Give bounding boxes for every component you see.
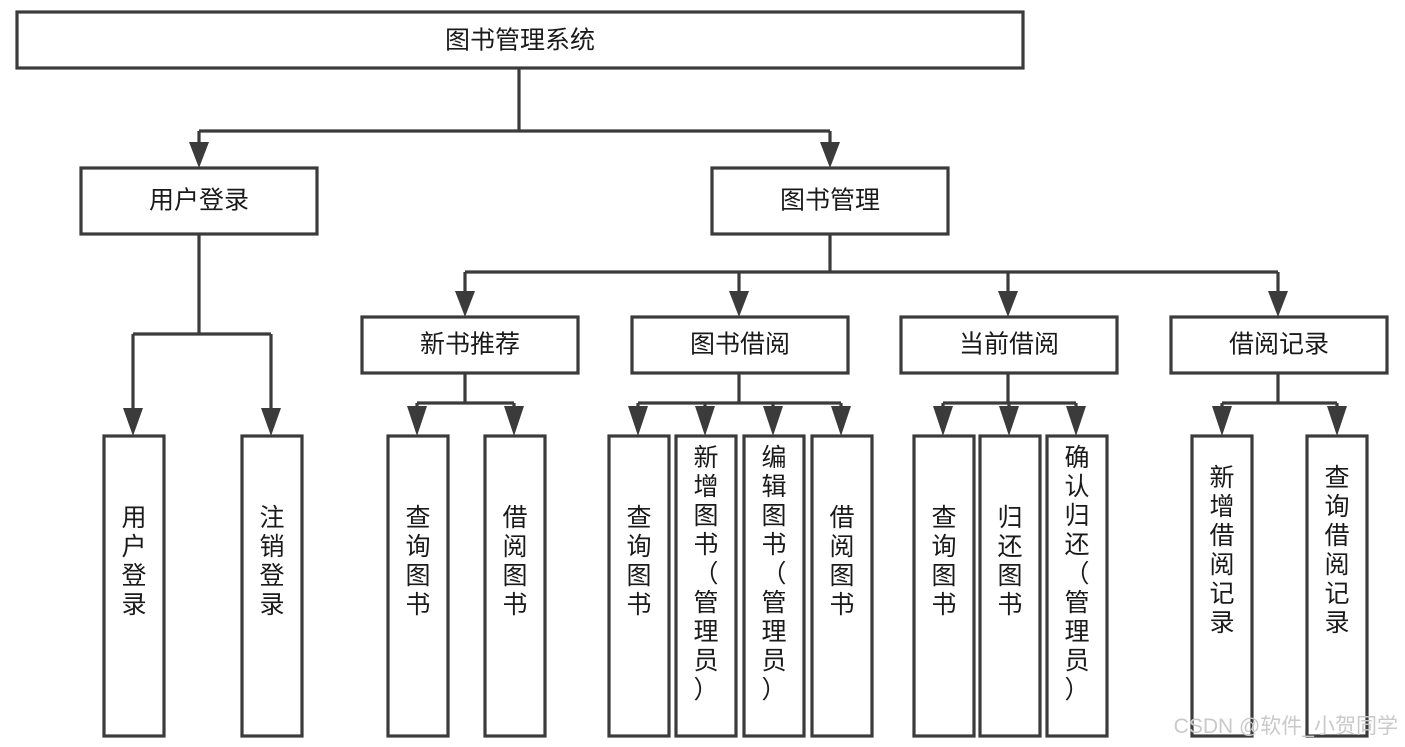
node-leaf-query-borrow-record-label: 查询借阅记录 bbox=[1324, 464, 1349, 637]
arrow-leaf-add-borrow-record bbox=[1212, 406, 1232, 436]
node-leaf-user-login-box[interactable] bbox=[102, 434, 166, 738]
node-borrow-record-label: 借阅记录 bbox=[1229, 331, 1329, 359]
node-root-box[interactable] bbox=[15, 10, 1025, 70]
node-leaf-add-book-admin-label: 新增图书（管理员） bbox=[693, 444, 718, 704]
node-leaf-query-book-2-box[interactable] bbox=[607, 434, 671, 738]
node-leaf-edit-book-admin-box[interactable] bbox=[742, 434, 806, 738]
arrow-leaf-add-book-admin bbox=[695, 406, 715, 436]
node-leaf-query-borrow-record[interactable]: 查询借阅记录 bbox=[1305, 434, 1369, 738]
node-book-manage[interactable]: 图书管理 bbox=[710, 166, 950, 236]
node-leaf-user-login[interactable]: 用户登录 bbox=[102, 434, 166, 738]
node-leaf-borrow-book-2-box[interactable] bbox=[810, 434, 874, 738]
node-leaf-edit-book-admin[interactable]: 编辑图书（管理员） bbox=[742, 434, 806, 738]
node-book-borrow-box[interactable] bbox=[630, 315, 850, 375]
connectors-layer bbox=[123, 68, 1347, 436]
arrow-to-book-manage bbox=[820, 142, 840, 168]
node-leaf-query-book-2-label: 查询图书 bbox=[626, 504, 651, 619]
arrow-to-book-borrow bbox=[729, 291, 749, 317]
node-root[interactable]: 图书管理系统 bbox=[15, 10, 1025, 70]
arrow-leaf-user-login bbox=[123, 408, 143, 436]
node-leaf-add-borrow-record-box[interactable] bbox=[1190, 434, 1254, 738]
node-leaf-add-book-admin-box[interactable] bbox=[674, 434, 738, 738]
node-book-borrow[interactable]: 图书借阅 bbox=[630, 315, 850, 375]
node-leaf-confirm-return-admin[interactable]: 确认归还（管理员） bbox=[1045, 434, 1109, 738]
node-leaf-return-book-box[interactable] bbox=[978, 434, 1042, 738]
node-leaf-edit-book-admin-label: 编辑图书（管理员） bbox=[761, 444, 786, 704]
node-leaf-user-login-label: 用户登录 bbox=[121, 504, 146, 619]
arrow-to-user-login bbox=[189, 142, 209, 168]
node-new-book-recommend-label: 新书推荐 bbox=[420, 331, 520, 359]
node-leaf-logout-login-label: 注销登录 bbox=[259, 504, 284, 619]
arrow-leaf-logout-login bbox=[261, 408, 281, 436]
node-user-login-box[interactable] bbox=[79, 166, 319, 236]
node-new-book-recommend-box[interactable] bbox=[360, 315, 580, 375]
arrow-to-new-book-recommend bbox=[455, 291, 475, 317]
node-leaf-confirm-return-admin-label: 确认归还（管理员） bbox=[1064, 444, 1089, 704]
arrow-leaf-confirm-return-admin bbox=[1066, 406, 1086, 436]
node-user-login[interactable]: 用户登录 bbox=[79, 166, 319, 236]
arrow-leaf-query-book-3 bbox=[933, 406, 953, 436]
node-leaf-logout-login-box[interactable] bbox=[240, 434, 304, 738]
watermark-label: CSDN @软件_小贺同学 bbox=[1174, 715, 1398, 738]
node-borrow-record-box[interactable] bbox=[1169, 315, 1389, 375]
node-leaf-query-book-1-label: 查询图书 bbox=[405, 504, 430, 619]
node-book-borrow-label: 图书借阅 bbox=[690, 331, 790, 359]
node-current-borrow-box[interactable] bbox=[899, 315, 1119, 375]
node-leaf-query-book-3-label: 查询图书 bbox=[931, 504, 956, 619]
node-current-borrow-label: 当前借阅 bbox=[959, 331, 1059, 359]
node-leaf-add-book-admin[interactable]: 新增图书（管理员） bbox=[674, 434, 738, 738]
node-current-borrow[interactable]: 当前借阅 bbox=[899, 315, 1119, 375]
node-book-manage-label: 图书管理 bbox=[780, 187, 880, 215]
arrow-leaf-query-book-2 bbox=[628, 406, 648, 436]
node-leaf-logout-login[interactable]: 注销登录 bbox=[240, 434, 304, 738]
arrow-leaf-borrow-book-1 bbox=[504, 406, 524, 436]
node-leaf-borrow-book-1-label: 借阅图书 bbox=[502, 504, 527, 619]
node-book-manage-box[interactable] bbox=[710, 166, 950, 236]
arrow-to-borrow-record bbox=[1268, 291, 1288, 317]
node-leaf-query-book-3[interactable]: 查询图书 bbox=[912, 434, 976, 738]
node-leaf-return-book[interactable]: 归还图书 bbox=[978, 434, 1042, 738]
node-leaf-borrow-book-2[interactable]: 借阅图书 bbox=[810, 434, 874, 738]
node-leaf-confirm-return-admin-box[interactable] bbox=[1045, 434, 1109, 738]
arrow-leaf-borrow-book-2 bbox=[831, 406, 851, 436]
node-root-label: 图书管理系统 bbox=[445, 27, 595, 55]
arrow-leaf-edit-book-admin bbox=[763, 406, 783, 436]
arrow-leaf-query-book-1 bbox=[407, 406, 427, 436]
node-leaf-query-book-3-box[interactable] bbox=[912, 434, 976, 738]
node-leaf-add-borrow-record[interactable]: 新增借阅记录 bbox=[1190, 434, 1254, 738]
leaf-nodes-layer: 用户登录 注销登录 查询图书 借阅图书 查询图书 新增图书（管理员） bbox=[102, 434, 1369, 738]
arrow-to-current-borrow bbox=[998, 291, 1018, 317]
node-leaf-query-borrow-record-box[interactable] bbox=[1305, 434, 1369, 738]
arrow-leaf-return-book bbox=[999, 406, 1019, 436]
node-leaf-return-book-label: 归还图书 bbox=[997, 504, 1022, 619]
node-leaf-borrow-book-1[interactable]: 借阅图书 bbox=[483, 434, 547, 738]
node-borrow-record[interactable]: 借阅记录 bbox=[1169, 315, 1389, 375]
node-new-book-recommend[interactable]: 新书推荐 bbox=[360, 315, 580, 375]
node-leaf-query-book-1[interactable]: 查询图书 bbox=[386, 434, 450, 738]
node-leaf-query-book-1-box[interactable] bbox=[386, 434, 450, 738]
node-leaf-borrow-book-2-label: 借阅图书 bbox=[829, 504, 854, 619]
arrow-leaf-query-borrow-record bbox=[1327, 406, 1347, 436]
node-leaf-add-borrow-record-label: 新增借阅记录 bbox=[1209, 464, 1234, 637]
node-user-login-label: 用户登录 bbox=[149, 187, 249, 215]
node-leaf-borrow-book-1-box[interactable] bbox=[483, 434, 547, 738]
node-leaf-query-book-2[interactable]: 查询图书 bbox=[607, 434, 671, 738]
